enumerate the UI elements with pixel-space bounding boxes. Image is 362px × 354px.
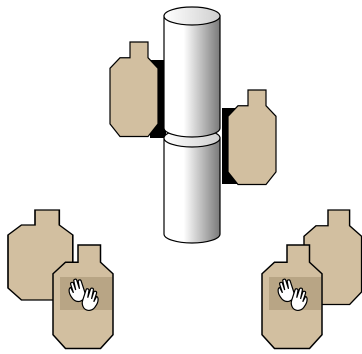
target-front-right (261, 244, 323, 350)
target-pair-left (7, 209, 114, 350)
barrel-target-right (222, 89, 277, 186)
barrel (163, 6, 221, 244)
target-front-left (52, 244, 114, 350)
target-pair-right (261, 209, 362, 350)
barrel-target-left (109, 41, 166, 138)
